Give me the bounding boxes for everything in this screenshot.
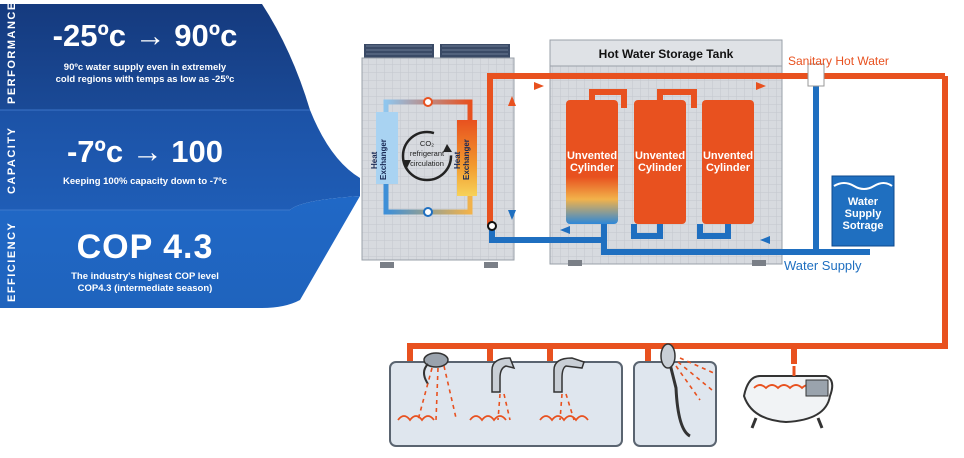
- cylinder-3-label-line1: Unvented: [702, 150, 754, 162]
- performance-desc-line2: cold regions with temps as low as -25ºc: [55, 74, 235, 85]
- storage-line1: Water: [847, 196, 879, 208]
- heat-exchanger-left-label: Heat Exchanger: [370, 139, 388, 180]
- performance-headline: -25ºc → 90ºc: [52, 18, 238, 53]
- efficiency-desc-line1: The industry's highest COP level: [71, 271, 219, 282]
- cylinder-1-label-line1: Unvented: [566, 150, 618, 162]
- capacity-desc-line1: Keeping 100% capacity down to -7ºc: [63, 176, 227, 187]
- cylinder-2-label-line1: Unvented: [634, 150, 686, 162]
- cylinder-1-label-line2: Cylinder: [569, 162, 614, 174]
- efficiency-desc-line2: COP4.3 (intermediate season): [77, 283, 213, 294]
- performance-desc-line1: 90ºc water supply even in extremely: [63, 62, 227, 73]
- cylinder-2-label-line2: Cylinder: [637, 162, 682, 174]
- capacity-headline: -7ºc → 100: [66, 134, 224, 169]
- water-supply-label: Water Supply: [784, 258, 862, 273]
- heat-exchanger-right-label: Heat Exchanger: [453, 139, 471, 180]
- refrigerant-line3: circulation: [410, 159, 444, 168]
- cylinder-3-label-line2: Cylinder: [705, 162, 750, 174]
- shower-head-icon: [423, 352, 449, 385]
- sanitary-hot-water-label: Sanitary Hot Water: [788, 54, 889, 68]
- tank-title: Hot Water Storage Tank: [598, 47, 734, 61]
- efficiency-headline: COP 4.3: [76, 228, 214, 266]
- refrigerant-line1: CO₂: [419, 139, 435, 148]
- storage-line2: Supply: [844, 208, 882, 220]
- storage-line3: Sotrage: [842, 220, 884, 232]
- refrigerant-line2: refrigerant: [409, 149, 445, 158]
